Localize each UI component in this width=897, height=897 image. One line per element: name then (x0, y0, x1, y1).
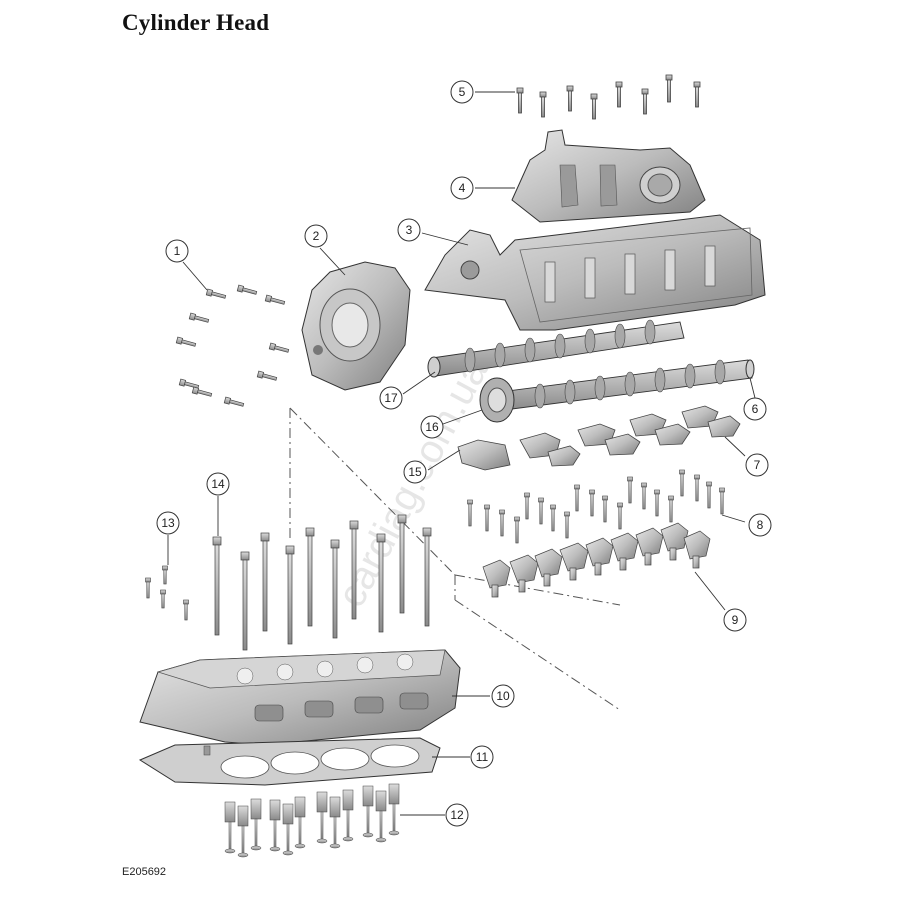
callout-7: 7 (754, 458, 761, 472)
callout-3: 3 (406, 223, 413, 237)
head-studs (145, 565, 189, 621)
callout-11: 11 (476, 750, 489, 764)
front-cover (301, 261, 411, 391)
callout-5: 5 (459, 85, 466, 99)
leader-lines (167, 91, 756, 816)
callout-circles (156, 80, 772, 827)
cylinder-head (139, 649, 461, 746)
callout-2: 2 (313, 229, 320, 243)
cam-carrier-bolts (467, 469, 725, 544)
callout-4: 4 (459, 181, 466, 195)
figure-reference: E205692 (122, 866, 167, 878)
exhaust-camshaft (479, 359, 755, 423)
camshaft-end-plug (745, 359, 755, 379)
cam-cover-bolts (516, 74, 701, 120)
page-title: Cylinder Head (122, 10, 270, 35)
callout-13: 13 (161, 516, 175, 530)
callout-10: 10 (496, 689, 510, 703)
valves-and-springs (224, 783, 400, 858)
callout-14: 14 (211, 477, 225, 491)
roller-finger-followers (482, 522, 711, 598)
cylinder-head-gasket (138, 737, 441, 786)
cylinder-head-bolts (212, 514, 432, 651)
callout-12: 12 (450, 808, 464, 822)
camshaft-carrier (424, 214, 766, 331)
callout-16: 16 (425, 420, 439, 434)
callout-1: 1 (174, 244, 181, 258)
cam-cover (511, 129, 706, 223)
callout-6: 6 (752, 402, 759, 416)
callout-17: 17 (384, 391, 398, 405)
front-cover-bolts (175, 284, 290, 407)
callout-15: 15 (408, 465, 422, 479)
callout-9: 9 (732, 613, 739, 627)
callout-labels: 1 2 3 4 5 6 7 8 9 10 11 12 13 14 15 16 1… (161, 85, 763, 822)
intake-camshaft (427, 319, 685, 378)
camshaft-bearing-caps (457, 405, 741, 471)
callout-8: 8 (757, 518, 764, 532)
